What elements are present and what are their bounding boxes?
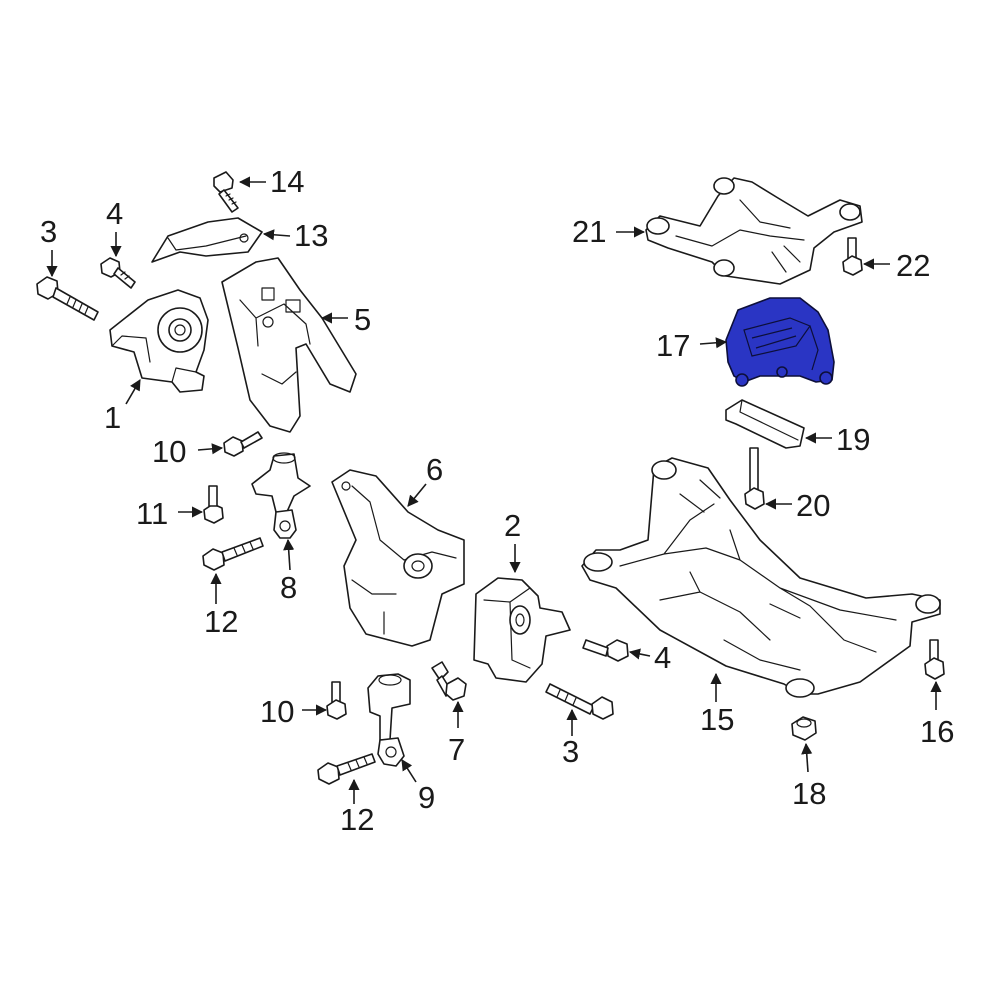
- callout-18: 18: [792, 776, 826, 811]
- callout-22: 22: [896, 248, 930, 283]
- callout-12-lower: 12: [340, 802, 374, 837]
- part-18-nut[interactable]: [791, 716, 817, 741]
- callout-11: 11: [136, 496, 168, 531]
- part-2-mount[interactable]: [473, 577, 571, 683]
- part-19-bracket[interactable]: [725, 399, 805, 449]
- callout-14: 14: [270, 164, 304, 199]
- part-3-bolt-upper[interactable]: [36, 276, 99, 321]
- callout-10-lower: 10: [260, 694, 294, 729]
- callout-6: 6: [426, 452, 443, 487]
- callout-8: 8: [280, 570, 297, 605]
- callout-labels: 3 4 14 13 5 1 10 11 12 8 6 2 4 7 3 10 9 …: [40, 164, 954, 837]
- callout-2: 2: [504, 508, 521, 543]
- callout-3-lower: 3: [562, 734, 579, 769]
- part-16-bolt[interactable]: [924, 639, 945, 680]
- callout-1: 1: [104, 400, 121, 435]
- part-4-bolt-upper[interactable]: [100, 257, 136, 289]
- part-22-bolt[interactable]: [842, 237, 863, 276]
- part-10-bolt-lower[interactable]: [326, 681, 347, 720]
- callout-21: 21: [572, 214, 606, 249]
- callout-7: 7: [448, 732, 465, 767]
- part-10-bolt-upper[interactable]: [223, 431, 263, 457]
- part-11-bolt[interactable]: [203, 485, 224, 524]
- leader-lines: [46, 176, 942, 804]
- part-20-bolt[interactable]: [744, 447, 765, 510]
- part-9-link[interactable]: [367, 673, 411, 767]
- callout-12-upper: 12: [204, 604, 238, 639]
- callout-13: 13: [294, 218, 328, 253]
- part-6-bracket[interactable]: [331, 469, 465, 647]
- callout-9: 9: [418, 780, 435, 815]
- callout-16: 16: [920, 714, 954, 749]
- callout-19: 19: [836, 422, 870, 457]
- part-13-shield[interactable]: [151, 217, 263, 263]
- callout-4-lower: 4: [654, 640, 671, 675]
- part-4-bolt-lower[interactable]: [582, 639, 629, 662]
- part-8-link[interactable]: [251, 452, 311, 539]
- part-3-bolt-lower[interactable]: [545, 683, 614, 720]
- callout-10-upper: 10: [152, 434, 186, 469]
- part-7-bolt[interactable]: [431, 661, 467, 701]
- part-12-bolt-upper[interactable]: [202, 537, 264, 571]
- callout-5: 5: [354, 302, 371, 337]
- part-12-bolt-lower[interactable]: [317, 753, 376, 785]
- part-5-bracket[interactable]: [221, 257, 357, 433]
- callout-4-upper: 4: [106, 196, 123, 231]
- callout-3-upper: 3: [40, 214, 57, 249]
- part-1-engine-mount[interactable]: [109, 289, 209, 393]
- callout-20: 20: [796, 488, 830, 523]
- callout-15: 15: [700, 702, 734, 737]
- part-17-transmission-mount[interactable]: [725, 297, 835, 387]
- part-15-subframe[interactable]: [581, 457, 941, 698]
- part-21-crossmember[interactable]: [645, 177, 863, 285]
- part-14-bolt[interactable]: [213, 171, 239, 213]
- callout-17: 17: [656, 328, 690, 363]
